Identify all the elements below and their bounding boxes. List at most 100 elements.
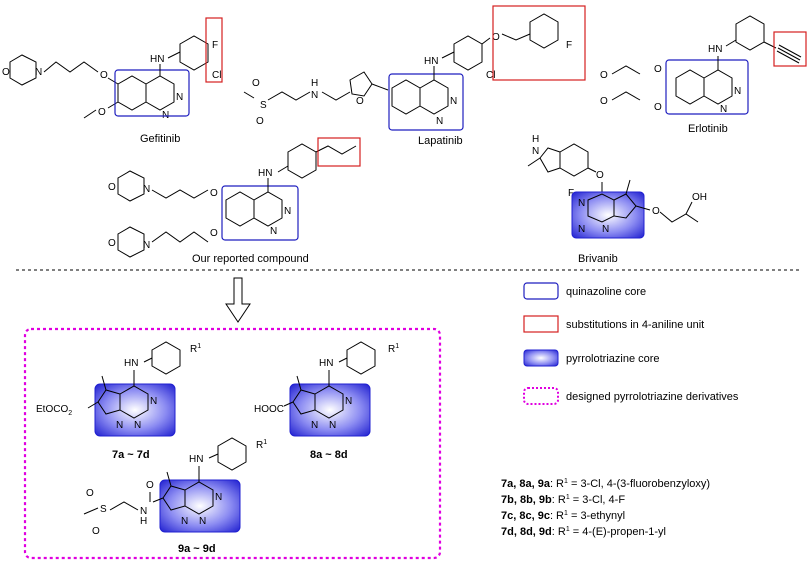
erlotinib-n2: N [720,104,727,115]
series-8-r: R1 [388,343,399,355]
lapatinib-o4: O [492,32,500,43]
series-7-ester: EtOCO2 [36,404,72,417]
series-7-r: R1 [190,343,201,355]
series-9-n1: N [215,492,222,503]
brivanib-n3: N [602,224,609,235]
legend-quinazoline-label: quinazoline core [566,286,646,298]
legend-designed-swatch [523,387,559,405]
erlotinib-n1: N [734,86,741,97]
legend-quinazoline-swatch [523,282,559,300]
series-7-structure: N N N EtOCO2 HN R1 7a ~ 7d [36,341,201,461]
substituent-row-d: 7d, 8d, 9d: R1 = 4-(E)-propen-1-yl [501,526,666,538]
reported-n4: N [270,226,277,237]
series-9-nh: N [140,506,147,517]
erlotinib-name: Erlotinib [688,123,728,135]
reported-compound-structure: O N O O N O N N HN Our reported compound [108,137,361,265]
series-7-n3: N [116,420,123,431]
lapatinib-substitution-box [492,5,586,81]
series-8-label: 8a ~ 8d [310,449,348,461]
reported-o3: O [108,238,116,249]
legend-pyrrolotriazine-swatch [523,349,559,367]
reported-substitution-box [317,137,361,167]
series-9-s: S [100,504,107,515]
reported-name: Our reported compound [192,253,309,265]
erlotinib-o4: O [654,102,662,113]
gefitinib-f: F [212,40,218,51]
lapatinib-structure: S O O N H O N N HN Cl O F Lapatinib [243,5,586,147]
series-9-hn: HN [189,454,203,465]
series-9-o3: O [146,480,154,491]
series-9-pyrrolotriazine-box [159,479,241,533]
substituent-row-b: 7b, 8b, 9b: R1 = 3-Cl, 4-F [501,494,625,506]
series-9-structure: N N N O N H S O O HN R1 9a ~ 9d [83,437,267,555]
brivanib-n: N [532,146,539,157]
lapatinib-cl: Cl [486,70,495,81]
erlotinib-structure: O O O O N N HN Erlotinib [600,15,807,135]
series-9-n3: N [181,516,188,527]
gefitinib-structure: O N O O N N HN F Cl Gefitinib [2,17,223,145]
series-8-n3: N [311,420,318,431]
brivanib-f: F [568,188,574,199]
substituent-row-a: 7a, 8a, 9a: R1 = 3-Cl, 4-(3-fluorobenzyl… [501,478,710,490]
series-8-acid: HOOC [254,404,284,415]
legend-designed-label: designed pyrrolotriazine derivatives [566,391,739,403]
legend-pyrrolotriazine-label: pyrrolotriazine core [566,353,660,365]
gefitinib-o1: O [2,67,10,78]
lapatinib-f: F [566,40,572,51]
series-8-pyrrolotriazine-box [289,383,371,437]
series-7-hn: HN [124,358,138,369]
erlotinib-o3: O [600,96,608,107]
gefitinib-n1: N [35,67,42,78]
brivanib-name: Brivanib [578,253,618,265]
substituent-row-c: 7c, 8c, 9c: R1 = 3-ethynyl [501,510,625,522]
lapatinib-hn: HN [424,56,438,67]
lapatinib-h: H [311,78,318,89]
series-9-label: 9a ~ 9d [178,543,216,555]
reported-n1: N [143,184,150,195]
gefitinib-quinazoline-box [114,69,190,117]
series-7-n2: N [134,420,141,431]
lapatinib-n2: N [436,116,443,127]
gefitinib-hn: HN [150,54,164,65]
erlotinib-hn: HN [708,44,722,55]
substituent-list: 7a, 8a, 9a: R1 = 3-Cl, 4-(3-fluorobenzyl… [501,478,710,538]
series-9-h: H [140,516,147,527]
reported-n3: N [284,206,291,217]
legend: quinazoline core substitutions in 4-anil… [523,282,739,405]
brivanib-structure: H N F O N N N O OH Brivanib [527,134,707,265]
series-7-label: 7a ~ 7d [112,449,150,461]
designed-derivatives-box [23,327,442,560]
lapatinib-nh: N [311,90,318,101]
series-9-o2: O [92,526,100,537]
down-arrow-icon [225,277,251,323]
reported-quinazoline-box [221,185,299,241]
erlotinib-o1: O [600,70,608,81]
series-8-structure: N N N HOOC HN R1 8a ~ 8d [254,341,399,461]
gefitinib-substitution-box [205,17,223,83]
erlotinib-substitution-box [773,31,807,67]
gefitinib-o3: O [98,107,106,118]
lapatinib-o2: O [256,116,264,127]
erlotinib-o2: O [654,64,662,75]
gefitinib-o2: O [100,70,108,81]
gefitinib-cl: Cl [212,70,221,81]
erlotinib-quinazoline-box [665,59,749,115]
series-9-n2: N [199,516,206,527]
lapatinib-o1: O [252,78,260,89]
brivanib-n2: N [578,224,585,235]
lapatinib-name: Lapatinib [418,135,463,147]
gefitinib-n2: N [176,92,183,103]
series-7-pyrrolotriazine-box [94,383,176,437]
reported-n2: N [143,240,150,251]
brivanib-o2: O [652,206,660,217]
reported-o2: O [210,188,218,199]
series-9-r: R1 [256,439,267,451]
brivanib-oh: OH [692,192,707,203]
reported-hn: HN [258,168,272,179]
brivanib-n1: N [578,198,585,209]
lapatinib-quinazoline-box [388,73,464,131]
legend-substitution-label: substitutions in 4-aniline unit [566,319,704,331]
series-9-o1: O [86,488,94,499]
series-8-n2: N [329,420,336,431]
series-8-n1: N [345,396,352,407]
